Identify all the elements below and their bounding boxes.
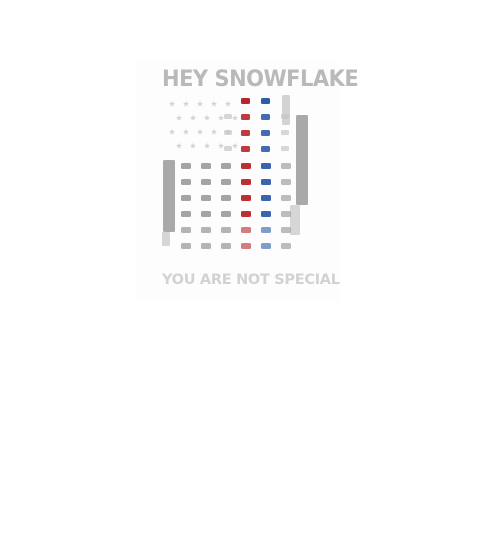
red-block bbox=[241, 130, 250, 136]
grid-block bbox=[181, 195, 191, 201]
star-mark bbox=[211, 100, 217, 107]
star-mark bbox=[211, 128, 217, 135]
grid-block bbox=[201, 163, 211, 169]
grid-block bbox=[261, 163, 271, 169]
grid-block bbox=[281, 195, 291, 201]
left-stripe-fragment bbox=[162, 232, 170, 246]
star-mark bbox=[218, 142, 224, 149]
blue-block bbox=[261, 130, 270, 136]
star-mark bbox=[169, 128, 175, 135]
right-stripe bbox=[296, 115, 308, 205]
grid-block bbox=[281, 163, 291, 169]
red-block bbox=[241, 146, 250, 152]
grid-block bbox=[241, 227, 251, 233]
left-stripe bbox=[163, 160, 175, 232]
star-mark bbox=[204, 114, 210, 121]
star-mark bbox=[183, 100, 189, 107]
red-block bbox=[241, 98, 250, 104]
grid-block bbox=[181, 243, 191, 249]
grid-block bbox=[201, 243, 211, 249]
star-mark bbox=[169, 100, 175, 107]
grid-block bbox=[181, 163, 191, 169]
star-mark bbox=[176, 114, 182, 121]
grid-block bbox=[241, 195, 251, 201]
blue-block bbox=[261, 114, 270, 120]
grid-block bbox=[261, 211, 271, 217]
grid-block bbox=[181, 211, 191, 217]
grid-block bbox=[181, 179, 191, 185]
grid-block bbox=[221, 211, 231, 217]
star-mark bbox=[197, 128, 203, 135]
star-mark bbox=[232, 142, 238, 149]
grid-block bbox=[281, 146, 289, 151]
star-mark bbox=[225, 100, 231, 107]
star-mark bbox=[183, 128, 189, 135]
grid-block bbox=[201, 179, 211, 185]
grid-block bbox=[224, 146, 232, 151]
grid-block bbox=[281, 243, 291, 249]
star-mark bbox=[218, 114, 224, 121]
grid-block bbox=[201, 211, 211, 217]
grid-block bbox=[201, 227, 211, 233]
grid-block bbox=[261, 227, 271, 233]
grid-block bbox=[241, 179, 251, 185]
grid-block bbox=[201, 195, 211, 201]
grid-block bbox=[224, 114, 232, 119]
blue-block bbox=[261, 98, 270, 104]
star-mark bbox=[190, 142, 196, 149]
grid-block bbox=[261, 195, 271, 201]
red-block bbox=[241, 114, 250, 120]
grid-block bbox=[224, 130, 232, 135]
right-stripe-fragment bbox=[290, 205, 300, 235]
right-stripe-fragment bbox=[282, 95, 290, 125]
grid-block bbox=[281, 227, 291, 233]
grid-block bbox=[241, 243, 251, 249]
grid-block bbox=[261, 243, 271, 249]
grid-block bbox=[281, 130, 289, 135]
grid-block bbox=[261, 179, 271, 185]
grid-block bbox=[221, 195, 231, 201]
grid-block bbox=[181, 227, 191, 233]
grid-block bbox=[221, 179, 231, 185]
star-mark bbox=[197, 100, 203, 107]
tagline-text: YOU ARE NOT SPECIAL bbox=[162, 272, 340, 288]
grid-block bbox=[281, 179, 291, 185]
star-mark bbox=[190, 114, 196, 121]
blue-block bbox=[261, 146, 270, 152]
grid-block bbox=[241, 211, 251, 217]
grid-block bbox=[221, 227, 231, 233]
star-mark bbox=[204, 142, 210, 149]
star-mark bbox=[232, 114, 238, 121]
grid-block bbox=[281, 211, 291, 217]
star-mark bbox=[176, 142, 182, 149]
grid-block bbox=[281, 114, 289, 119]
grid-block bbox=[241, 163, 251, 169]
grid-block bbox=[221, 163, 231, 169]
grid-block bbox=[221, 243, 231, 249]
